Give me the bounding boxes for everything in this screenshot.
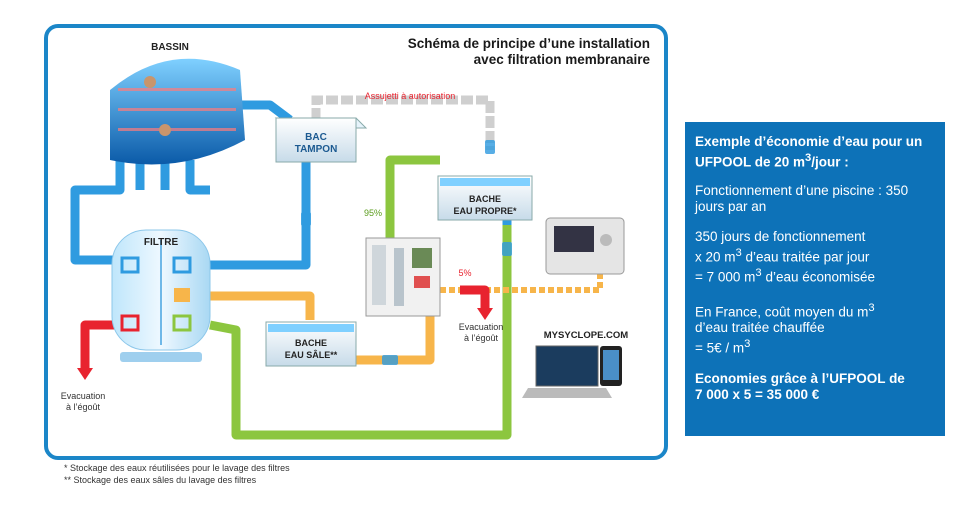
bache-sale-line-2: EAU SÂLE** <box>284 350 338 360</box>
info-heading: Exemple d’économie d’eau pour un UFPOOL … <box>695 134 923 170</box>
mysyclope-label: MYSYCLOPE.COM <box>543 330 629 341</box>
diagram-title: Schéma de principe d’une installation av… <box>408 36 650 68</box>
green-pipes <box>209 155 512 440</box>
evacuation-left-label: Evacuation à l’égoût <box>48 391 118 413</box>
filter-tank <box>111 229 211 362</box>
info-paragraph-3: En France, coût moyen du m3 d’eau traité… <box>695 301 875 356</box>
percent-95-label: 95% <box>363 208 382 218</box>
info-savings-total: Economies grâce à l’UFPOOL de 7 000 x 5 … <box>695 370 905 402</box>
filtre-label: FILTRE <box>143 237 179 248</box>
red-arrow-right <box>477 308 493 320</box>
bache-propre-line-1: BACHE <box>468 194 501 204</box>
bac-tampon-label: BAC TAMPON <box>276 132 356 156</box>
laptop-and-phone <box>522 345 622 398</box>
bache-sale-line-1: BACHE <box>294 338 327 348</box>
footnote-2: ** Stockage des eaux sâles du lavage des… <box>64 475 257 485</box>
gray-pipe <box>311 95 495 150</box>
bache-eau-propre-label: BACHE EAU PROPRE* <box>438 193 532 217</box>
info-paragraph-1: Fonctionnement d’une piscine : 350 jours… <box>695 182 909 214</box>
title-line-2: avec filtration membranaire <box>473 52 650 67</box>
bache-eau-sale-box <box>265 321 357 367</box>
pool-illustration <box>110 58 245 165</box>
percent-5-label: 5% <box>458 268 472 278</box>
evac-right-line-2: à l’égoût <box>463 333 499 343</box>
bassin-label: BASSIN <box>151 42 189 53</box>
bac-tampon-box <box>274 117 368 163</box>
evac-left-line-2: à l’égoût <box>65 402 101 412</box>
assujetti-label: Assujetti à autorisation <box>364 91 456 101</box>
water-savings-panel: Exemple d’économie d’eau pour un UFPOOL … <box>685 122 945 436</box>
evac-left-line-1: Evacuation <box>60 391 106 401</box>
red-arrow-left <box>77 368 93 380</box>
bac-label-line-2: TAMPON <box>294 144 338 155</box>
bache-propre-line-2: EAU PROPRE* <box>453 206 517 216</box>
evac-right-line-1: Evacuation <box>458 322 504 332</box>
red-pipes <box>80 285 490 370</box>
evacuation-right-label: Evacuation à l’égoût <box>446 322 516 344</box>
footnote-1: * Stockage des eaux réutilisées pour le … <box>64 463 290 473</box>
footnotes: * Stockage des eaux réutilisées pour le … <box>64 462 290 486</box>
bac-label-line-1: BAC <box>305 132 327 143</box>
title-line-1: Schéma de principe d’une installation <box>407 36 650 51</box>
ufpool-unit <box>365 237 441 317</box>
controller-device <box>545 217 625 275</box>
info-paragraph-2: 350 jours de fonctionnement x 20 m3 d’ea… <box>695 228 876 285</box>
valves <box>301 140 512 365</box>
bache-eau-sale-label: BACHE EAU SÂLE** <box>266 337 356 361</box>
bache-eau-propre-box <box>437 175 533 221</box>
